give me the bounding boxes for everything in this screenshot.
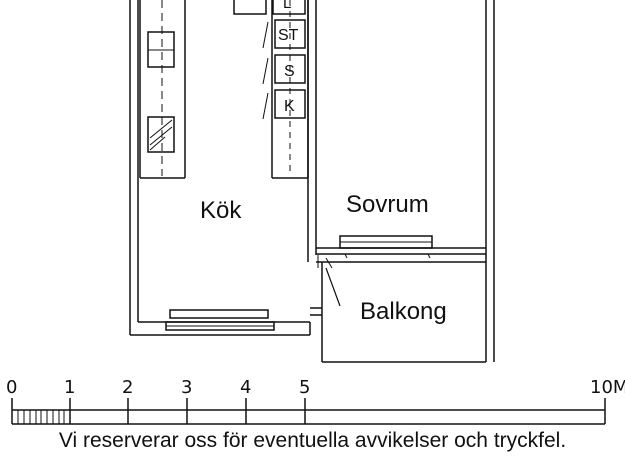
room-label-kitchen: Kök	[200, 197, 242, 224]
left-counter	[139, 0, 186, 179]
scale-tick-0: 0	[6, 377, 17, 398]
scale-tick-2: 2	[122, 377, 133, 398]
partition-wall	[307, 0, 317, 262]
scale-tick-5: 5	[299, 377, 310, 398]
scale-bar	[11, 398, 606, 425]
scale-tick-1: 1	[64, 377, 75, 398]
room-label-balcony: Balkong	[360, 298, 447, 325]
appliance-label-k: K	[284, 98, 295, 115]
right-outer-wall	[485, 0, 495, 362]
scale-tick-3: 3	[181, 377, 192, 398]
appliance-label-top: L	[283, 0, 291, 12]
scale-tick-10m: 10M	[590, 377, 625, 398]
appliance-label-s: S	[284, 63, 295, 80]
disclaimer-text: Vi reserverar oss för eventuella avvikel…	[58, 429, 567, 452]
balcony-outline	[316, 255, 486, 363]
bedroom-window	[316, 235, 486, 259]
room-label-bedroom: Sovrum	[346, 191, 429, 218]
scale-tick-4: 4	[240, 377, 251, 398]
appliance-label-st: ST	[278, 27, 299, 44]
kitchen-bottom-wall	[130, 307, 322, 336]
left-outer-wall	[129, 0, 139, 335]
